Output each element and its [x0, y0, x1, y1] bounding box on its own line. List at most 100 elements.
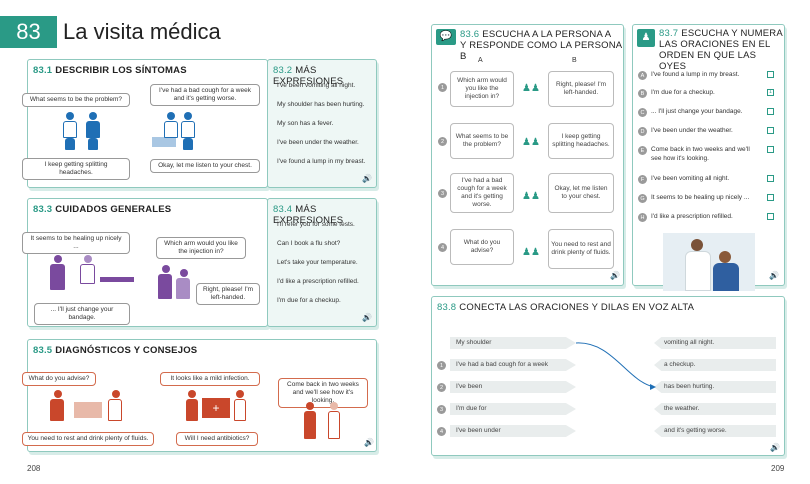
sentence-end[interactable]: the weather. [654, 403, 776, 415]
speech-bubble: ... I'll just change your bandage. [34, 303, 130, 326]
person-b-line: Right, please! I'm left-handed. [548, 71, 614, 107]
phrase-item: I've been under the weather. [277, 139, 359, 146]
answer-box[interactable] [767, 146, 774, 153]
answer-box[interactable] [767, 71, 774, 78]
audio-icon[interactable]: 🔊 [610, 271, 620, 280]
person-a-line: I've had a bad cough for a week and it's… [450, 173, 514, 213]
item-letter: H [638, 213, 647, 222]
sentence-start[interactable]: I'm due for [450, 403, 576, 415]
audio-icon[interactable]: 🔊 [362, 313, 372, 322]
people-icon: ♟♟ [522, 247, 540, 258]
section-number: 83.5 [33, 345, 53, 356]
sentence-item: ... I'll just change your bandage. [651, 108, 743, 115]
speech-bubble: You need to rest and drink plenty of flu… [22, 432, 154, 447]
speech-bubble: Okay, let me listen to your chest. [150, 159, 260, 174]
item-letter: C [638, 108, 647, 117]
section-number: 83.4 [273, 204, 293, 215]
row-number: 4 [438, 243, 447, 252]
answer-box[interactable] [767, 127, 774, 134]
phrase-item: My son has a fever. [277, 120, 334, 127]
item-letter: E [638, 146, 647, 155]
phrase-item: Let's take your temperature. [277, 259, 358, 266]
person-a-line: Which arm would you like the injection i… [450, 71, 514, 107]
page-number-left: 208 [27, 464, 41, 473]
audio-icon[interactable]: 🔊 [362, 174, 372, 183]
answer-box[interactable] [767, 175, 774, 182]
section-heading-line3: ORDEN EN QUE LAS OYES [659, 50, 757, 72]
medical-cross-icon: + [202, 398, 230, 418]
page-number-right: 209 [771, 464, 785, 473]
section-heading: DESCRIBIR LOS SÍNTOMAS [55, 65, 187, 76]
people-icon: ♟♟ [522, 83, 540, 94]
sentence-start[interactable]: I've been [450, 381, 576, 393]
row-number: 2 [438, 137, 447, 146]
sentence-start[interactable]: I've been under [450, 425, 576, 437]
item-letter: G [638, 194, 647, 203]
audio-icon[interactable]: 🔊 [769, 271, 779, 280]
phrase-item: I'll refer you for some tests. [277, 221, 355, 228]
section-heading: CUIDADOS GENERALES [55, 204, 172, 215]
audio-icon[interactable]: 🔊 [364, 438, 374, 447]
doctor-photo [663, 233, 755, 291]
column-b-label: B [572, 57, 577, 64]
row-number: 1 [438, 83, 447, 92]
answer-box[interactable] [767, 194, 774, 201]
person-a-line: What seems to be the problem? [450, 123, 514, 159]
people-icon: ♟♟ [522, 137, 540, 148]
sentence-item: I've found a lump in my breast. [651, 71, 740, 78]
phrase-item: I've found a lump in my breast. [277, 158, 366, 165]
sentence-end[interactable]: vomiting all night. [654, 337, 776, 349]
sentence-item: I've been vomiting all night. [651, 175, 730, 182]
row-number: 4 [437, 427, 446, 436]
audio-icon[interactable]: 🔊 [770, 443, 780, 452]
sentence-start[interactable]: I've had a bad cough for a week [450, 359, 576, 371]
answer-box[interactable]: 1 [767, 89, 774, 96]
speech-icon: 💬 [436, 29, 456, 45]
answer-box[interactable] [767, 213, 774, 220]
answer-box[interactable] [767, 108, 774, 115]
speech-bubble: I keep getting splitting headaches. [22, 158, 130, 181]
sentence-end[interactable]: a checkup. [654, 359, 776, 371]
sentence-item: I've been under the weather. [651, 127, 733, 134]
sentence-start[interactable]: My shoulder [450, 337, 576, 349]
person-a-line: What do you advise? [450, 229, 514, 265]
sentence-item: Come back in two weeks and we'll see how… [651, 146, 750, 162]
phrase-item: My shoulder has been hurting. [277, 101, 365, 108]
speech-bubble: I've had a bad cough for a week and it's… [150, 84, 260, 107]
phrase-item: Can I book a flu shot? [277, 240, 341, 247]
speech-bubble: It seems to be healing up nicely ... [22, 232, 130, 255]
item-letter: B [638, 89, 647, 98]
person-b-line: You need to rest and drink plenty of flu… [548, 229, 614, 269]
section-number: 83.8 [437, 302, 457, 313]
people-icon: ♟♟ [522, 191, 540, 202]
sentence-end[interactable]: and it's getting worse. [654, 425, 776, 437]
section-number: 83.2 [273, 65, 293, 76]
section-heading-line2: LAS ORACIONES EN EL [659, 39, 771, 50]
speech-bubble: What seems to be the problem? [22, 93, 130, 108]
section-heading: CONECTA LAS ORACIONES Y DILAS EN VOZ ALT… [459, 302, 695, 313]
section-heading-line2: Y RESPONDE COMO LA PERSONA B [460, 40, 622, 62]
sentence-end[interactable]: has been hurting. [654, 381, 776, 393]
speech-bubble: Right, please! I'm left-handed. [196, 283, 260, 306]
phrase-item: I'm due for a checkup. [277, 297, 341, 304]
sentence-item: I'm due for a checkup. [651, 89, 715, 96]
page-title: La visita médica [63, 19, 221, 44]
speech-bubble: What do you advise? [22, 372, 96, 387]
item-letter: F [638, 175, 647, 184]
item-letter: A [638, 71, 647, 80]
sentence-item: It seems to be healing up nicely ... [651, 194, 750, 201]
column-a-label: A [478, 57, 483, 64]
section-heading: ESCUCHA Y NUMERA [681, 28, 783, 39]
person-b-line: I keep getting splitting headaches. [548, 123, 614, 159]
